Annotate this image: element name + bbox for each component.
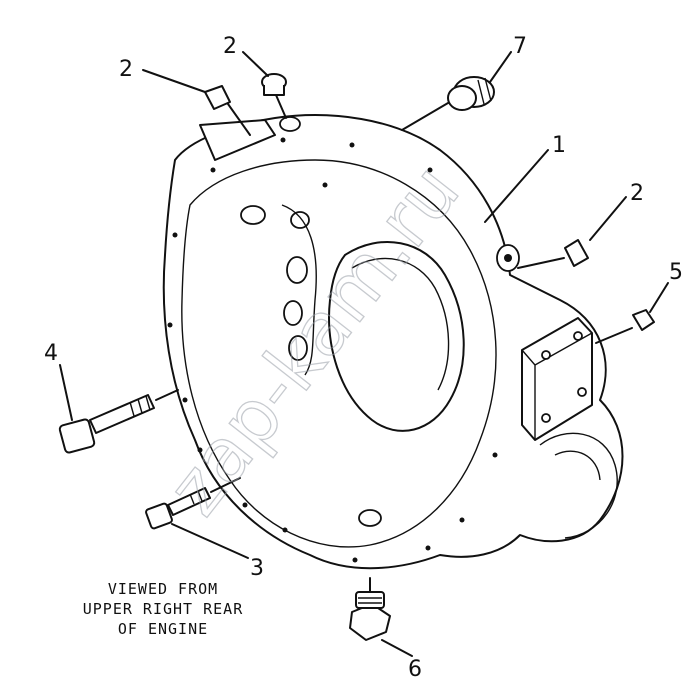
bolt-4 — [58, 389, 179, 454]
flywheel-housing — [162, 114, 624, 570]
callout-4: 4 — [44, 341, 58, 366]
callout-6: 6 — [408, 657, 422, 682]
callout-2-left: 2 — [119, 57, 133, 82]
nut-5 — [595, 309, 655, 344]
view-note-line1: VIEWED FROM — [108, 580, 218, 598]
plug-7 — [401, 76, 495, 131]
callout-1: 1 — [552, 133, 566, 158]
callout-5: 5 — [669, 260, 683, 285]
plug-6 — [349, 577, 391, 641]
leader-lines — [59, 51, 669, 657]
callout-7: 7 — [513, 34, 527, 59]
bolt-2c — [517, 239, 589, 269]
callout-2-right: 2 — [630, 181, 644, 206]
rim-bolt-holes — [167, 137, 498, 563]
bolt-3 — [145, 477, 241, 530]
bolt-2a — [204, 85, 251, 136]
callout-3: 3 — [250, 556, 264, 581]
view-note-line3: OF ENGINE — [118, 620, 208, 638]
view-note-line2: UPPER RIGHT REAR — [83, 600, 244, 618]
bolt-2b — [261, 73, 287, 119]
callout-2-top: 2 — [223, 34, 237, 59]
